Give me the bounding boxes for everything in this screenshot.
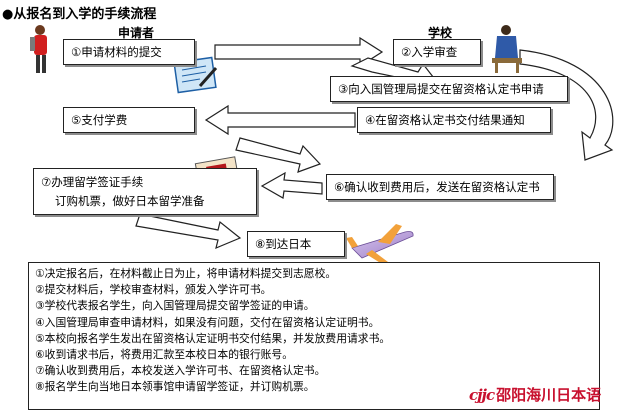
step-7-line-2: 订购机票，做好日本留学准备 (55, 193, 205, 208)
arrow-confirm-to-visa (260, 171, 323, 199)
column-header-applicant: 申请者 (118, 26, 155, 40)
brand-logo-text: 邵阳海川日本语 (496, 386, 602, 404)
arrow-curved-right (519, 49, 614, 161)
note-1: ①决定报名后，在材料截止日为止，将申请材料提交到志愿校。 (35, 267, 337, 280)
arrow-payment-to-confirm (235, 137, 322, 173)
column-header-school: 学校 (428, 26, 453, 40)
arrow-submit-to-review (214, 36, 384, 68)
note-2: ②提交材料后，学校审查材料，颁发入学许可书。 (35, 283, 272, 297)
page-title: ●从报名到入学的手续流程 (2, 7, 157, 22)
step-7-line-1: ⑦办理留学签证手续 (41, 174, 144, 189)
note-4: ④入国管理局审查申请材料，如果没有问题，交付在留资格认定证明书。 (35, 315, 380, 329)
school-staff-icon (492, 25, 522, 73)
applicant-person-icon (30, 25, 47, 73)
step-8-arrive-japan: ⑧到达日本 (247, 231, 345, 257)
step-4-result-notification: ④在留资格认定书交付结果通知 (357, 107, 551, 133)
step-6-send-certificate: ⑥确认收到费用后，发送在留资格认定书 (326, 174, 554, 200)
arrow-visa-to-arrival (135, 213, 242, 250)
brand-logo-mark: cjjc (469, 386, 495, 404)
note-7: ⑦确认收到费用后，本校发送入学许可书、在留资格认定书。 (35, 364, 326, 378)
arrow-result-to-payment (204, 104, 356, 136)
step-3-immigration-application: ③向入国管理局提交在留资格认定书申请 (330, 76, 568, 102)
note-3: ③学校代表报名学生，向入国管理局提交留学签证的申请。 (35, 299, 315, 313)
airplane-icon (346, 224, 414, 264)
step-1-submit-documents: ①申请材料的提交 (63, 39, 195, 65)
step-7-visa-procedure: ⑦办理留学签证手续 订购机票，做好日本留学准备 (33, 168, 257, 215)
step-5-pay-tuition: ⑤支付学费 (63, 107, 195, 133)
note-5: ⑤本校向报名学生发出在留资格认定证明书交付结果，并发放费用请求书。 (35, 331, 391, 345)
note-8: ⑧报名学生向当地日本领事馆申请留学签证，并订购机票。 (35, 380, 315, 394)
note-6: ⑥收到请求书后，将费用汇款至本校日本的银行账号。 (35, 348, 294, 362)
step-2-admission-review: ②入学审查 (393, 39, 481, 65)
notes-panel: ①决定报名后，在材料截止日为止，将申请材料提交到志愿校。 ②提交材料后，学校审查… (28, 262, 600, 410)
document-pen-icon (173, 56, 218, 94)
